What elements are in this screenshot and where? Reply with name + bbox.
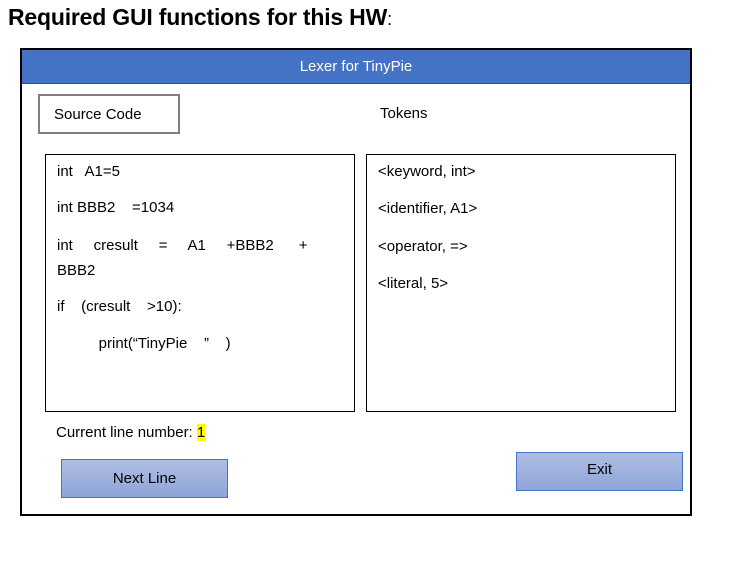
code-line: int BBB2 =1034	[57, 199, 175, 216]
lexer-window: Lexer for TinyPie Source Code Tokens int…	[20, 48, 692, 516]
code-line: int A1=5	[57, 163, 120, 180]
code-line: int cresult = A1 +BBB2 +	[57, 237, 308, 254]
heading-colon: :	[387, 9, 392, 29]
current-line-value: 1	[196, 424, 206, 441]
current-line-label: Current line number:	[56, 424, 197, 441]
code-line: BBB2	[57, 262, 96, 279]
next-line-label: Next Line	[112, 470, 177, 487]
next-line-button[interactable]: Next Line	[61, 459, 228, 498]
code-line: if (cresult >10):	[57, 298, 182, 315]
tokens-textbox[interactable]: <keyword, int> <identifier, A1> <operato…	[366, 154, 676, 412]
token-line: <literal, 5>	[378, 275, 449, 292]
page-heading: Required GUI functions for this HW:	[8, 4, 392, 31]
exit-button[interactable]: Exit	[516, 452, 683, 491]
code-line: print(“TinyPie ” )	[57, 335, 231, 352]
token-line: <keyword, int>	[378, 163, 476, 180]
exit-label: Exit	[586, 461, 612, 478]
tokens-label: Tokens	[380, 105, 428, 122]
current-line-indicator: Current line number: 1	[56, 424, 206, 441]
window-title-bar: Lexer for TinyPie	[22, 50, 690, 84]
window-title: Lexer for TinyPie	[299, 58, 413, 75]
source-code-label: Source Code	[54, 105, 142, 123]
token-line: <operator, =>	[378, 238, 468, 255]
source-code-textbox[interactable]: int A1=5 int BBB2 =1034 int cresult = A1…	[45, 154, 355, 412]
source-code-label-box: Source Code	[38, 94, 180, 134]
heading-text: Required GUI functions for this HW	[8, 4, 388, 30]
token-line: <identifier, A1>	[378, 200, 478, 217]
